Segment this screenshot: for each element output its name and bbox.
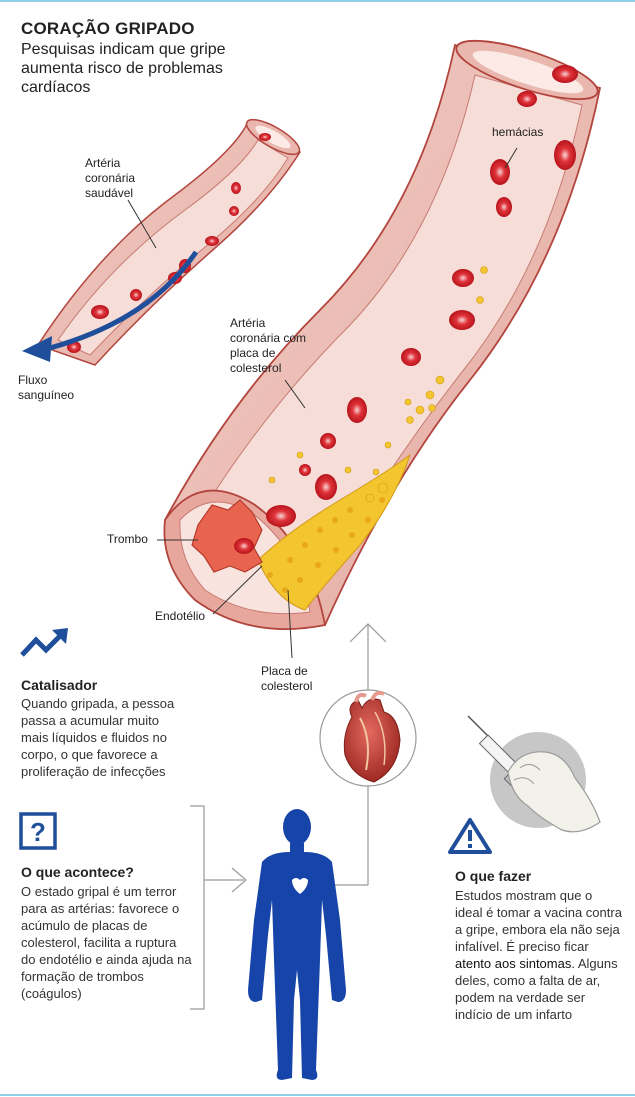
what-happens-text: O estado gripal é um terror para as arté… <box>21 884 192 1001</box>
blood-flow-label: Fluxo sanguíneo <box>18 373 75 402</box>
blood-cell <box>554 140 576 170</box>
heart-circle <box>319 689 417 787</box>
page-subtitle: Pesquisas indicam que gripe aumenta risc… <box>21 41 226 96</box>
what-to-do-title: O que fazer <box>455 868 532 884</box>
question-icon: ? <box>19 812 57 850</box>
plaque-texture <box>267 497 385 593</box>
blood-cell <box>320 433 336 449</box>
vaccine-syringe-illustration <box>467 715 601 833</box>
blood-cell <box>315 474 337 500</box>
blood-cell <box>490 159 510 185</box>
blood-cell <box>449 310 475 330</box>
what-to-do-text-after: . Alguns deles, como a falta de ar, pode… <box>455 956 618 1022</box>
blood-cell <box>452 269 474 287</box>
thrombus-label: Trombo <box>107 532 148 546</box>
red-cells-label: hemácias <box>492 125 544 139</box>
page-title: CORAÇÃO GRIPADO <box>21 19 195 38</box>
human-body-figure <box>248 809 346 1080</box>
plaque-label: Placa de colesterol <box>261 664 313 693</box>
plaque-artery-label: Artéria coronária com placa de colestero… <box>230 316 307 375</box>
blood-cell <box>299 464 311 476</box>
thrombus <box>191 499 263 573</box>
blood-cell <box>347 397 367 423</box>
what-to-do-text-before: Estudos mostram que o ideal é tomar a va… <box>455 888 622 954</box>
blood-cell <box>259 133 271 141</box>
leader-line <box>127 199 157 249</box>
catalyst-title: Catalisador <box>21 677 98 693</box>
plaque-artery-blood-cells <box>266 65 578 527</box>
bottom-rule <box>0 1094 635 1096</box>
blood-cell <box>266 505 296 527</box>
blood-cell <box>401 348 421 366</box>
cholesterol-particles <box>268 266 488 503</box>
warning-icon <box>448 818 492 854</box>
blood-cell <box>496 197 512 217</box>
blood-cell <box>231 182 241 194</box>
top-rule <box>0 0 635 2</box>
blood-cell <box>229 206 239 216</box>
blood-cell <box>91 305 109 319</box>
trend-up-icon <box>20 628 68 657</box>
what-to-do-highlight: atento aos sintomas <box>455 956 572 971</box>
blood-cell <box>517 91 537 107</box>
blood-cell <box>552 65 578 83</box>
catalyst-text: Quando gripada, a pessoa passa a acumula… <box>21 696 175 779</box>
blood-cell <box>130 289 142 301</box>
endothelium-label: Endotélio <box>155 609 206 623</box>
blood-cell <box>205 236 219 246</box>
blood-flow-arrow <box>22 250 199 362</box>
what-happens-title: O que acontece? <box>21 864 134 880</box>
leader-lines <box>157 147 518 659</box>
svg-text:?: ? <box>30 817 46 847</box>
what-to-do-text: Estudos mostram que o ideal é tomar a va… <box>455 887 623 1023</box>
healthy-artery-label: Artéria coronária saudável <box>85 156 136 200</box>
